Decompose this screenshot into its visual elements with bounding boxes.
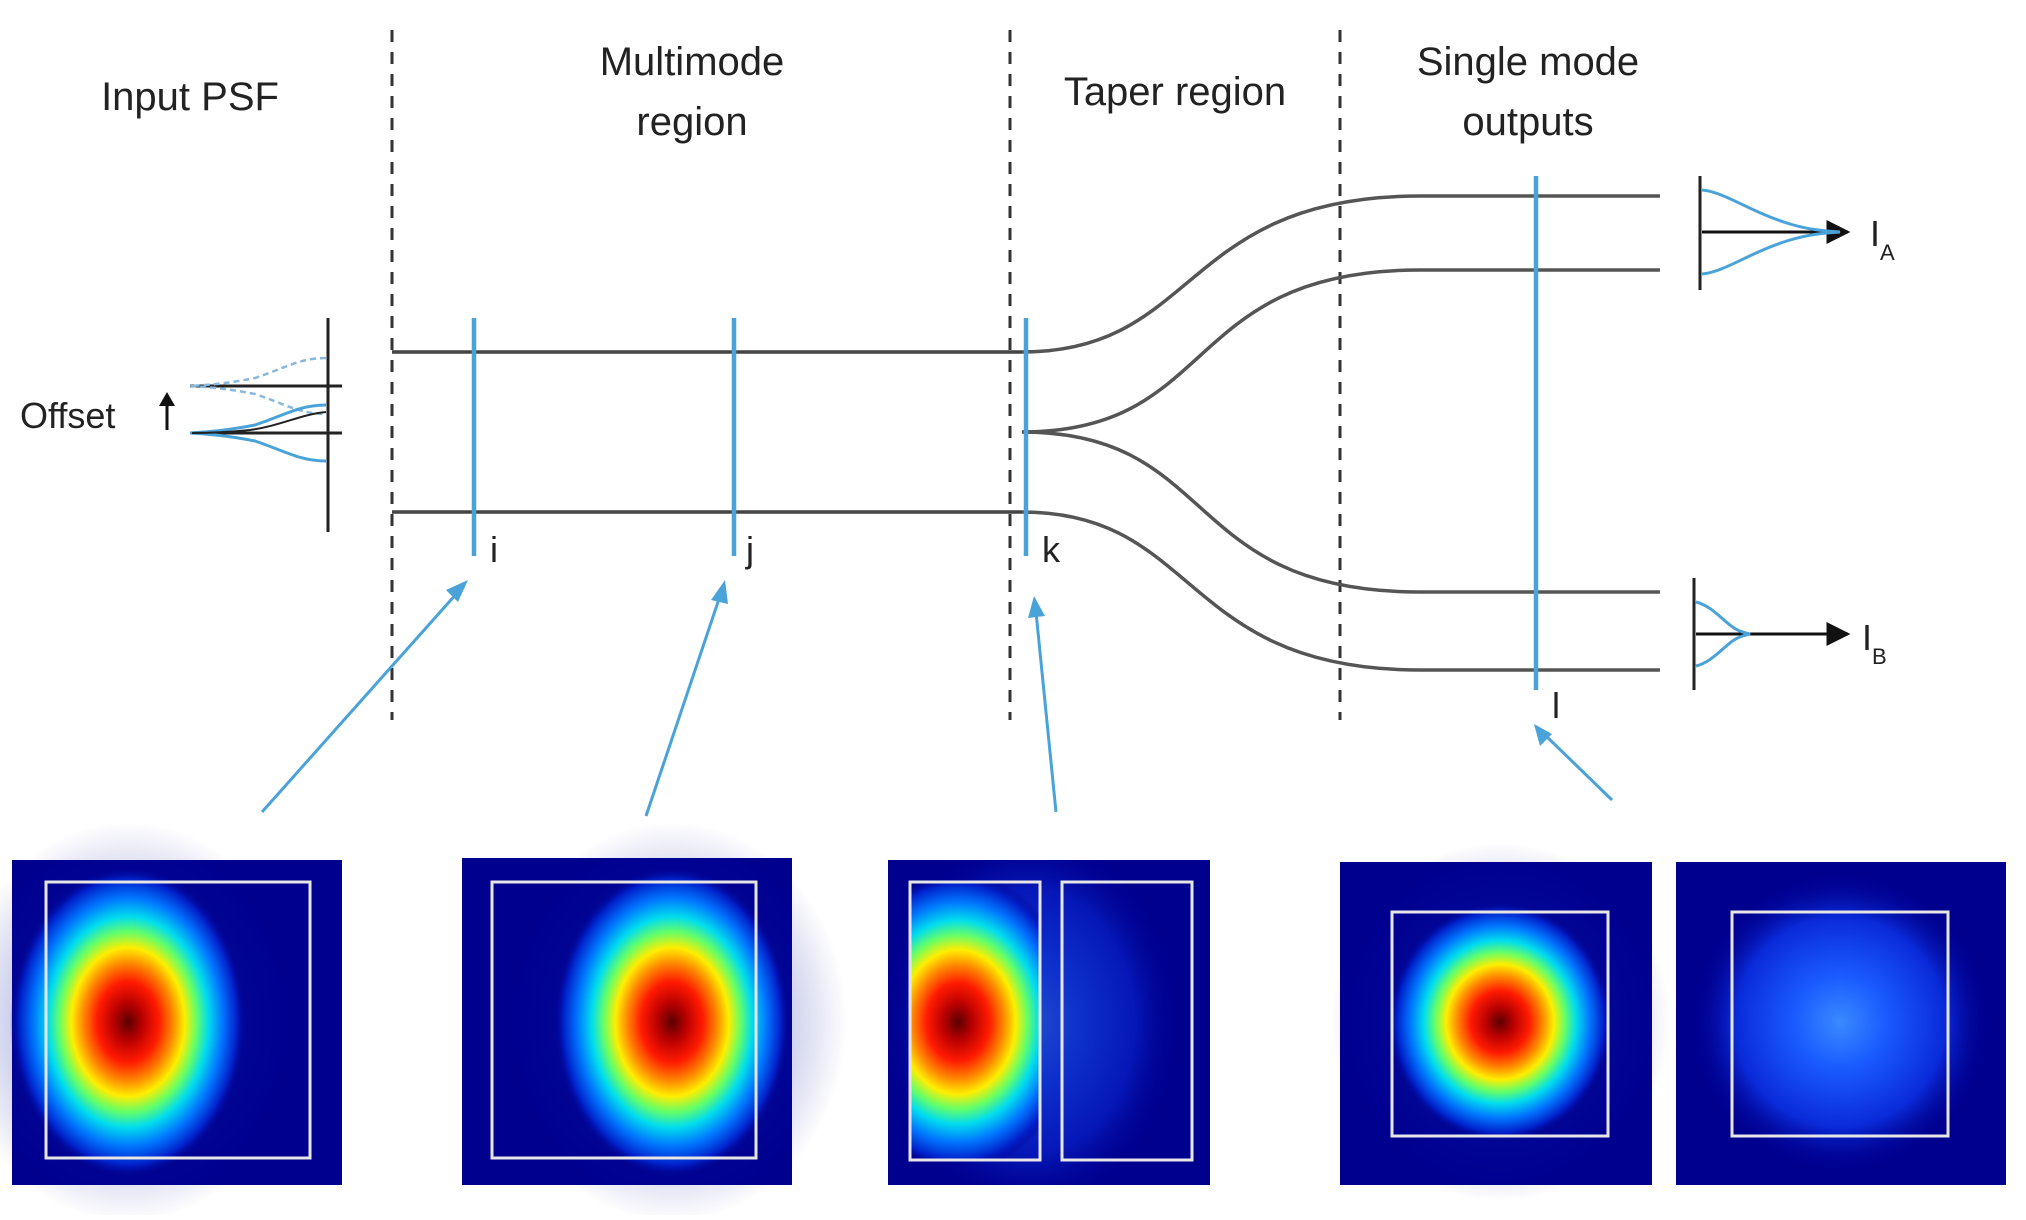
region-dividers	[390, 30, 1342, 720]
intensity-map-output-a	[1330, 842, 1670, 1202]
mode-spot-output-a	[1388, 902, 1612, 1142]
core-outline-k-right	[1060, 880, 1194, 1162]
plane-k-label: k	[1042, 529, 1061, 570]
input-psf-profile	[189, 318, 342, 532]
output-b-profile	[1692, 578, 1851, 690]
plane-l-label: l	[1552, 685, 1560, 726]
offset-arrow	[159, 392, 175, 430]
output-b-label-main: I	[1862, 617, 1872, 658]
multimode-waveguide	[392, 350, 1022, 514]
guide-b-outer	[1021, 510, 1660, 672]
multimode-region-label-line2: region	[636, 100, 747, 144]
intensity-map-output-b	[1676, 862, 2006, 1185]
core-outline-output-b	[1730, 910, 1950, 1138]
cross-section-planes	[471, 176, 1539, 690]
intensity-map-k	[888, 860, 1210, 1185]
taper-region-label: Taper region	[1064, 70, 1286, 114]
guide-a-outer	[1021, 194, 1660, 354]
output-a-label: IA	[1870, 213, 1895, 265]
core-outline-j	[490, 880, 758, 1160]
multimode-region-label-line1: Multimode	[600, 40, 785, 84]
intensity-map-i	[0, 822, 342, 1220]
plane-pointers	[260, 580, 1614, 817]
pointer-k	[1034, 611, 1058, 813]
mode-spot-output-b	[1690, 872, 1990, 1172]
taper-waveguides	[1021, 194, 1660, 672]
output-b-label: IB	[1862, 617, 1887, 669]
core-outline-i	[44, 880, 312, 1160]
pointer-i	[260, 591, 460, 813]
output-b-gaussian	[1695, 600, 1751, 668]
output-b-label-sub: B	[1872, 644, 1887, 669]
output-a-profile	[1698, 176, 1851, 290]
plane-j-label: j	[745, 529, 754, 570]
psf-gaussian-outline	[191, 411, 327, 434]
single-mode-outputs-label-line2: outputs	[1462, 100, 1593, 144]
intensity-map-j	[462, 822, 847, 1220]
core-outline-output-a	[1390, 910, 1610, 1138]
input-psf-label: Input PSF	[101, 75, 279, 119]
output-a-label-main: I	[1870, 213, 1880, 254]
mode-spot-i	[10, 867, 246, 1177]
output-a-gaussian	[1701, 188, 1841, 276]
guide-a-inner	[1021, 268, 1660, 434]
offset-label: Offset	[20, 395, 115, 436]
guide-b-inner	[1021, 430, 1660, 594]
mode-spot-k	[910, 882, 1040, 1160]
psf-center-gaussian	[189, 403, 327, 463]
mode-spot-j	[554, 867, 790, 1177]
core-outline-k-left	[908, 880, 1042, 1162]
pointer-l	[1542, 732, 1614, 802]
plane-i-label: i	[490, 529, 498, 570]
pointer-j	[644, 595, 722, 817]
single-mode-outputs-label-line1: Single mode	[1417, 40, 1639, 84]
output-a-label-sub: A	[1880, 240, 1895, 265]
